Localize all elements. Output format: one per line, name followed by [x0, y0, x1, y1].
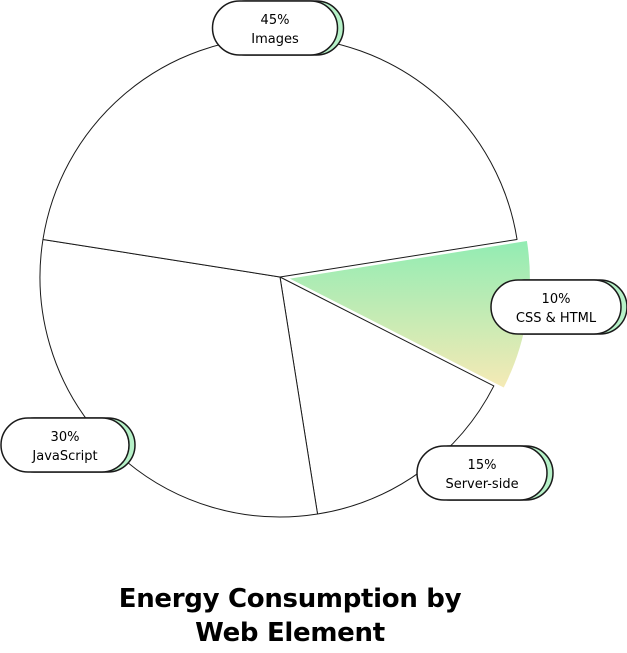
- slice-category-label: CSS & HTML: [516, 311, 597, 326]
- pie-slice-css-html: [289, 241, 530, 388]
- slice-label-images: 45% Images: [211, 0, 345, 56]
- slice-value-label: 30%: [51, 430, 80, 445]
- slice-category-label: JavaScript: [31, 449, 97, 464]
- slice-label-javascript: 30% JavaScript: [0, 417, 136, 473]
- label-pill: [416, 445, 548, 501]
- slice-category-label: Server-side: [445, 477, 518, 492]
- label-pill: [490, 279, 622, 335]
- pie-slice-javascript: [39, 238, 319, 518]
- pie-slice-images: [42, 36, 518, 278]
- slice-value-label: 15%: [468, 458, 497, 473]
- chart-title: Energy Consumption by Web Element: [0, 582, 580, 650]
- chart-title-line-1: Energy Consumption by: [118, 584, 462, 614]
- slice-value-label: 45%: [261, 13, 290, 28]
- slice-value-label: 10%: [542, 292, 571, 307]
- slice-label-css-html: 10% CSS & HTML: [490, 279, 627, 335]
- slice-category-label: Images: [251, 32, 299, 47]
- label-pill: [211, 0, 339, 56]
- chart-title-line-2: Web Element: [195, 618, 385, 648]
- slice-label-server-side: 15% Server-side: [416, 445, 554, 501]
- label-pill: [0, 417, 130, 473]
